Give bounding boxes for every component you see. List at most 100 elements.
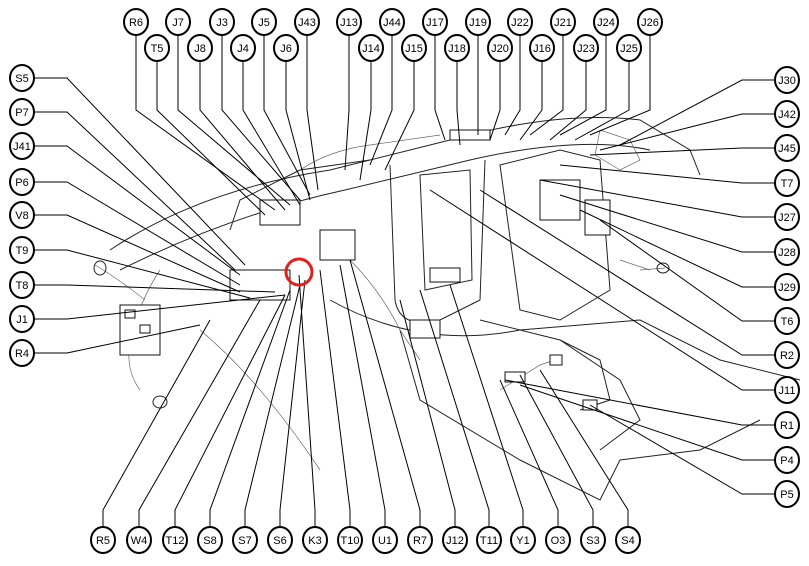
connector-label-j7: J7 bbox=[165, 8, 191, 36]
leader-line bbox=[298, 274, 316, 527]
label-bubble bbox=[774, 480, 800, 508]
label-text: T7 bbox=[781, 178, 794, 190]
label-text: J27 bbox=[778, 212, 796, 224]
connector-label-j4: J4 bbox=[230, 34, 256, 62]
leader-line bbox=[419, 289, 490, 527]
connector-label-j11: J11 bbox=[774, 376, 800, 404]
leader-line bbox=[589, 404, 775, 495]
label-text: J45 bbox=[778, 143, 796, 155]
leader-line bbox=[559, 35, 607, 136]
connector-label-j16: J16 bbox=[529, 34, 555, 62]
label-bubble bbox=[267, 526, 293, 554]
connector-label-r6: R6 bbox=[123, 8, 149, 36]
label-bubble bbox=[774, 307, 800, 335]
label-text: R7 bbox=[413, 535, 427, 547]
leader-line bbox=[599, 113, 775, 151]
connector-label-j43: J43 bbox=[294, 8, 320, 36]
connector-label-j5: J5 bbox=[251, 8, 277, 36]
leader-line bbox=[34, 214, 241, 293]
label-bubble bbox=[336, 8, 362, 36]
label-text: R1 bbox=[780, 420, 794, 432]
label-bubble bbox=[774, 100, 800, 128]
label-text: T10 bbox=[341, 535, 360, 547]
label-bubble bbox=[9, 236, 35, 264]
leader-line bbox=[539, 369, 629, 527]
leader-line bbox=[504, 35, 521, 136]
label-text: J7 bbox=[172, 17, 184, 29]
label-text: J4 bbox=[237, 43, 249, 55]
leader-line bbox=[138, 299, 261, 527]
leader-line bbox=[34, 249, 251, 299]
label-bubble bbox=[487, 34, 513, 62]
label-text: T8 bbox=[16, 280, 29, 292]
label-text: J11 bbox=[779, 385, 796, 397]
leader-line bbox=[519, 374, 594, 527]
label-bubble bbox=[774, 134, 800, 162]
label-text: T9 bbox=[16, 245, 29, 257]
connector-label-j17: J17 bbox=[422, 8, 448, 36]
label-text: T5 bbox=[151, 43, 164, 55]
leader-line bbox=[209, 289, 291, 527]
connector-label-j29: J29 bbox=[774, 273, 800, 301]
label-text: J23 bbox=[577, 43, 595, 55]
label-text: T12 bbox=[166, 535, 185, 547]
label-text: T11 bbox=[480, 535, 498, 547]
leader-line bbox=[34, 145, 241, 276]
leader-line bbox=[434, 35, 446, 141]
label-text: Y1 bbox=[516, 535, 529, 547]
leader-line bbox=[429, 189, 775, 391]
connector-label-j8: J8 bbox=[187, 34, 213, 62]
connector-label-t12: T12 bbox=[162, 526, 188, 554]
leader-line bbox=[504, 379, 775, 426]
label-bubble bbox=[251, 8, 277, 36]
label-text: J24 bbox=[597, 17, 615, 29]
connector-label-t5: T5 bbox=[144, 34, 170, 62]
label-bubble bbox=[232, 526, 258, 554]
label-text: J25 bbox=[620, 43, 638, 55]
leader-line bbox=[349, 259, 421, 527]
label-bubble bbox=[550, 8, 576, 36]
connector-label-j25: J25 bbox=[616, 34, 642, 62]
label-bubble bbox=[774, 238, 800, 266]
highlight-circle bbox=[284, 257, 314, 287]
label-text: S8 bbox=[203, 535, 216, 547]
label-text: W4 bbox=[131, 535, 148, 547]
connector-label-p4: P4 bbox=[774, 446, 800, 474]
label-bubble bbox=[580, 526, 606, 554]
label-bubble bbox=[615, 526, 641, 554]
connector-label-j1: J1 bbox=[9, 305, 35, 333]
leader-line bbox=[339, 264, 386, 527]
label-bubble bbox=[9, 305, 35, 333]
connector-label-t6: T6 bbox=[774, 307, 800, 335]
connector-label-j30: J30 bbox=[774, 66, 800, 94]
label-bubble bbox=[123, 8, 149, 36]
label-bubble bbox=[302, 526, 328, 554]
leader-line bbox=[263, 35, 311, 196]
connector-label-s8: S8 bbox=[197, 526, 223, 554]
label-bubble bbox=[465, 8, 491, 36]
label-text: S4 bbox=[621, 535, 634, 547]
label-text: J22 bbox=[511, 17, 529, 29]
label-bubble bbox=[444, 34, 470, 62]
label-text: S6 bbox=[273, 535, 286, 547]
label-text: J18 bbox=[448, 43, 466, 55]
leader-line bbox=[589, 147, 775, 156]
leader-line bbox=[102, 319, 211, 527]
connector-label-r2: R2 bbox=[774, 341, 800, 369]
connector-label-j27: J27 bbox=[774, 203, 800, 231]
label-bubble bbox=[372, 526, 398, 554]
label-bubble bbox=[476, 526, 502, 554]
label-text: J6 bbox=[280, 43, 292, 55]
leader-line bbox=[539, 179, 775, 218]
connector-label-j6: J6 bbox=[273, 34, 299, 62]
leader-line bbox=[579, 209, 775, 288]
label-bubble bbox=[774, 341, 800, 369]
label-text: J19 bbox=[469, 17, 487, 29]
label-bubble bbox=[573, 34, 599, 62]
label-bubble bbox=[187, 34, 213, 62]
connector-label-u1: U1 bbox=[372, 526, 398, 554]
label-text: O3 bbox=[551, 535, 566, 547]
connector-label-p7: P7 bbox=[9, 98, 35, 126]
leader-line bbox=[359, 61, 372, 181]
